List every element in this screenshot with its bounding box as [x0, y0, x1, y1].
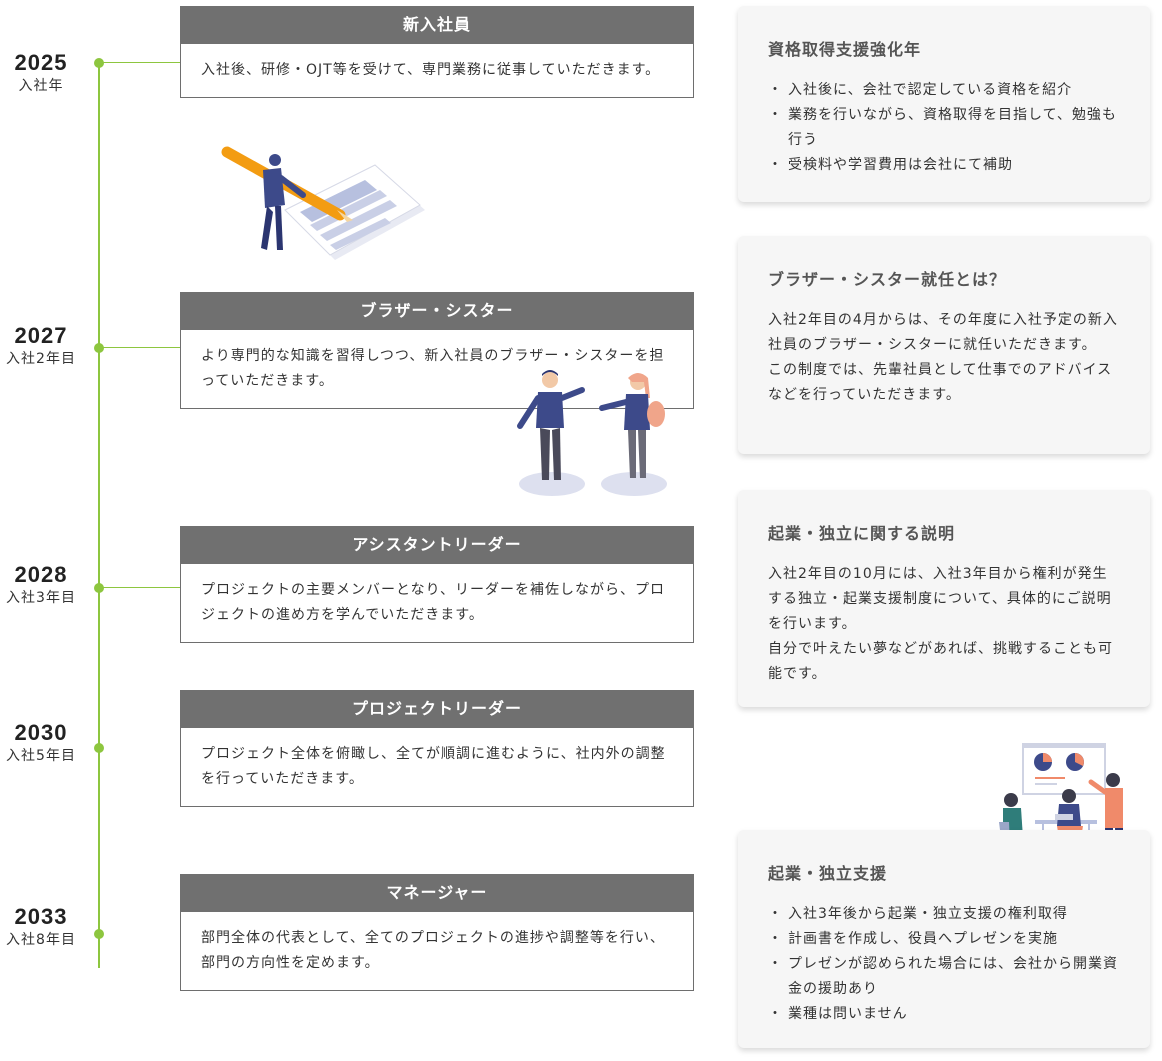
list-item: 計画書を作成し、役員へプレゼンを実施 — [768, 927, 1120, 952]
info-box-brother-sister: ブラザー・シスター就任とは？ 入社2年目の4月からは、その年度に入社予定の新入社… — [738, 236, 1150, 454]
year-number: 2025 — [14, 50, 68, 75]
list-item: 業務を行いながら、資格取得を目指して、勉強も行う — [768, 103, 1120, 153]
stage-title: マネージャー — [180, 874, 694, 912]
year-label: 入社年 — [18, 78, 64, 94]
timeline-year-2030: 2030 入社5年目 — [0, 720, 82, 766]
timeline-connector — [100, 62, 180, 63]
year-number: 2033 — [14, 904, 68, 929]
info-box-startup-support: 起業・独立支援 入社3年後から起業・独立支援の権利取得 計画書を作成し、役員へプ… — [738, 830, 1150, 1048]
info-box-list: 入社後に、会社で認定している資格を紹介 業務を行いながら、資格取得を目指して、勉… — [768, 78, 1120, 178]
list-item: プレゼンが認められた場合には、会社から開業資金の援助あり — [768, 952, 1120, 1002]
info-paragraph: この制度では、先輩社員として仕事でのアドバイスなどを行っていただきます。 — [768, 362, 1113, 403]
timeline-connector — [100, 587, 180, 588]
info-box-title: 起業・独立に関する説明 — [768, 524, 956, 543]
timeline-line — [98, 62, 100, 968]
timeline-dot — [94, 58, 104, 68]
list-item: 入社3年後から起業・独立支援の権利取得 — [768, 902, 1120, 927]
timeline-dot — [94, 583, 104, 593]
list-item: 業種は問いません — [768, 1002, 1120, 1027]
year-label: 入社3年目 — [6, 590, 76, 606]
stage-card-brother-sister: ブラザー・シスター より専門的な知識を習得しつつ、新入社員のブラザー・シスターを… — [180, 292, 694, 409]
info-box-list: 入社3年後から起業・独立支援の権利取得 計画書を作成し、役員へプレゼンを実施 プ… — [768, 902, 1120, 1027]
stage-description: 部門全体の代表として、全てのプロジェクトの進捗や調整等を行い、部門の方向性を定め… — [180, 912, 694, 991]
info-box-title: ブラザー・シスター就任とは？ — [768, 270, 1007, 289]
timeline-year-2028: 2028 入社3年目 — [0, 562, 82, 608]
stage-card-manager: マネージャー 部門全体の代表として、全てのプロジェクトの進捗や調整等を行い、部門… — [180, 874, 694, 991]
stage-description: プロジェクト全体を俯瞰し、全てが順調に進むように、社内外の調整を行っていただきま… — [180, 728, 694, 807]
list-item: 受検料や学習費用は会社にて補助 — [768, 153, 1120, 178]
info-box-title: 起業・独立支援 — [768, 864, 888, 883]
info-paragraph: 入社2年目の10月には、入社3年目から権利が発生する独立・起業支援制度について、… — [768, 566, 1112, 632]
year-number: 2030 — [14, 720, 68, 745]
timeline-dot — [94, 343, 104, 353]
stage-title: ブラザー・シスター — [180, 292, 694, 330]
stage-title: プロジェクトリーダー — [180, 690, 694, 728]
info-paragraph: 自分で叶えたい夢などがあれば、挑戦することも可能です。 — [768, 641, 1113, 682]
info-box-startup-explanation: 起業・独立に関する説明 入社2年目の10月には、入社3年目から権利が発生する独立… — [738, 490, 1150, 707]
list-item: 入社後に、会社で認定している資格を紹介 — [768, 78, 1120, 103]
timeline-connector — [100, 347, 180, 348]
stage-title: アシスタントリーダー — [180, 526, 694, 564]
year-number: 2027 — [14, 323, 68, 348]
stage-card-project-leader: プロジェクトリーダー プロジェクト全体を俯瞰し、全てが順調に進むように、社内外の… — [180, 690, 694, 807]
two-people-illustration — [517, 370, 667, 496]
stage-description: プロジェクトの主要メンバーとなり、リーダーを補佐しながら、プロジェクトの進め方を… — [180, 564, 694, 643]
info-paragraph: 入社2年目の4月からは、その年度に入社予定の新入社員のブラザー・シスターに就任い… — [768, 312, 1118, 353]
timeline-year-2025: 2025 入社年 — [0, 50, 82, 96]
info-box-title: 資格取得支援強化年 — [768, 40, 922, 59]
timeline-dot — [94, 743, 104, 753]
stage-card-assistant-leader: アシスタントリーダー プロジェクトの主要メンバーとなり、リーダーを補佐しながら、… — [180, 526, 694, 643]
info-box-qualification-support: 資格取得支援強化年 入社後に、会社で認定している資格を紹介 業務を行いながら、資… — [738, 6, 1150, 202]
year-number: 2028 — [14, 562, 68, 587]
stage-description: 入社後、研修・OJT等を受けて、専門業務に従事していただきます。 — [180, 44, 694, 98]
timeline-year-2033: 2033 入社8年目 — [0, 904, 82, 950]
stage-title: 新入社員 — [180, 6, 694, 44]
timeline-dot — [94, 929, 104, 939]
timeline-year-2027: 2027 入社2年目 — [0, 323, 82, 369]
stage-card-new-employee: 新入社員 入社後、研修・OJT等を受けて、専門業務に従事していただきます。 — [180, 6, 694, 98]
year-label: 入社2年目 — [6, 351, 76, 367]
stage-description: より専門的な知識を習得しつつ、新入社員のブラザー・シスターを担っていただきます。 — [180, 330, 694, 409]
year-label: 入社8年目 — [6, 932, 76, 948]
year-label: 入社5年目 — [6, 748, 76, 764]
pencil-document-illustration — [221, 146, 425, 260]
